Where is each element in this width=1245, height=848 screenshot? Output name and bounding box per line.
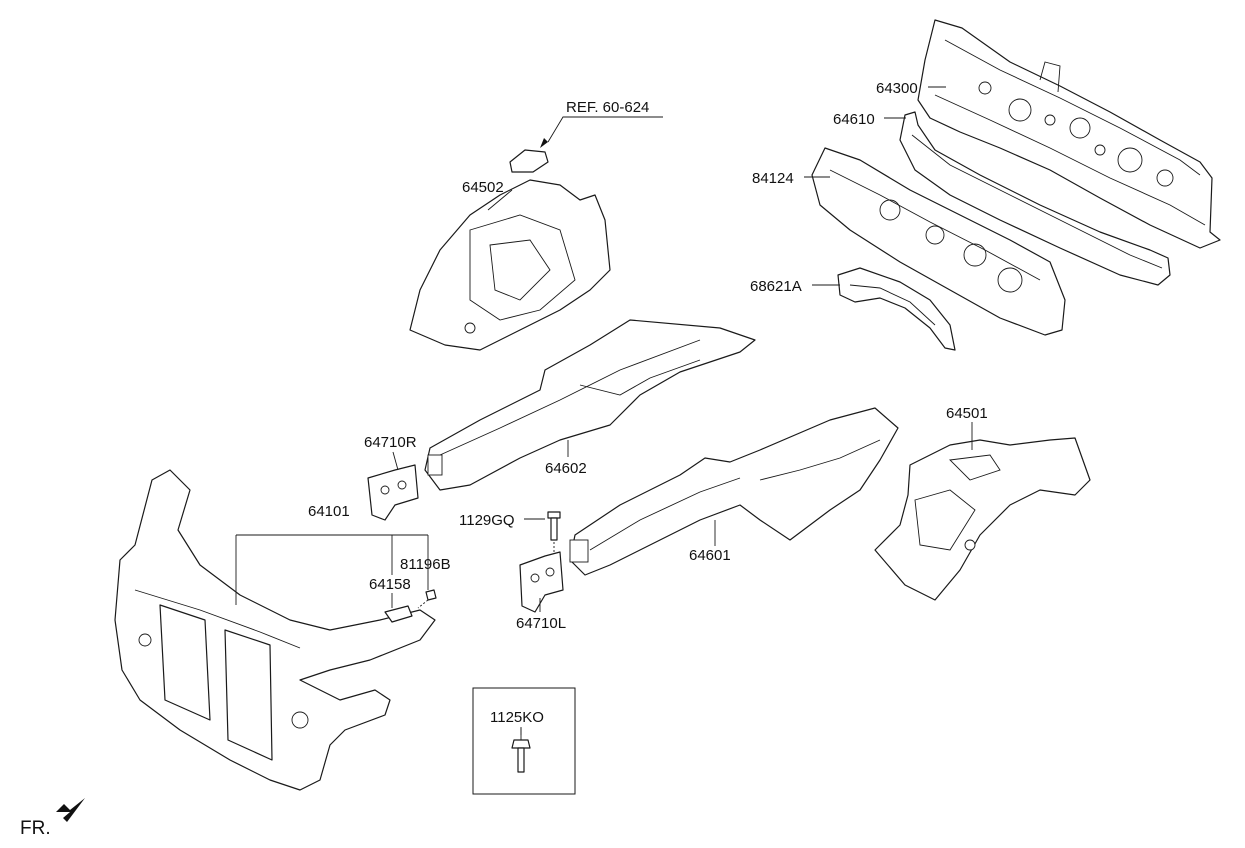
label-64710R: 64710R [364, 434, 417, 451]
label-81196B: 81196B [400, 556, 451, 573]
label-64610: 64610 [833, 111, 875, 128]
label-64602: 64602 [545, 460, 587, 477]
reinforcement-64710R [367, 464, 419, 521]
fender-apron-64502 [409, 149, 611, 351]
bracket-68621A [837, 267, 956, 351]
label-64710L: 64710L [516, 615, 566, 632]
cowl-cross-member-64610 [899, 111, 1171, 286]
label-64501: 64501 [946, 405, 988, 422]
side-member-64602 [424, 319, 756, 491]
fastener-box-1125KO [472, 687, 576, 795]
label-1129GQ: 1129GQ [459, 512, 515, 529]
label-1125KO: 1125KO [490, 709, 544, 726]
dash-panel-64300 [917, 19, 1221, 249]
carrier-64101 [114, 469, 436, 791]
reinforcement-64710L [519, 551, 564, 613]
fender-apron-64501 [874, 437, 1091, 601]
ref-arrow-icon [540, 116, 663, 148]
label-68621A: 68621A [750, 278, 802, 295]
label-64101: 64101 [308, 503, 350, 520]
label-64300: 64300 [876, 80, 918, 97]
label-ref: REF. 60-624 [566, 99, 649, 116]
front-direction-arrow-icon [56, 798, 85, 822]
label-64601: 64601 [689, 547, 731, 564]
label-84124: 84124 [752, 170, 794, 187]
direction-label: FR. [20, 818, 51, 839]
label-64158: 64158 [369, 576, 411, 593]
side-member-64601 [569, 407, 899, 576]
bolt-81196B [417, 589, 437, 609]
leader-lines [235, 86, 973, 735]
dash-insulator-84124 [811, 147, 1066, 336]
label-64502: 64502 [462, 179, 504, 196]
bracket-64158 [384, 605, 413, 623]
bolt-1129GQ [547, 511, 561, 556]
